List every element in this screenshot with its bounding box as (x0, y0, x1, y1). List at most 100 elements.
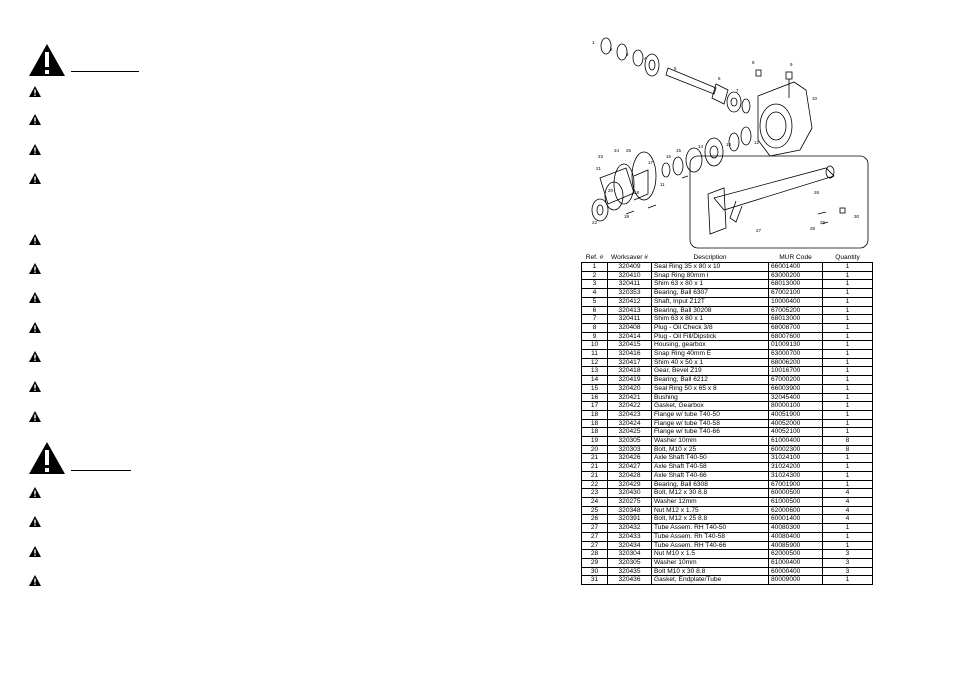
diagram-callout: 26 (814, 190, 820, 195)
table-cell: 1 (822, 427, 873, 438)
table-cell: Flange w/ tube T40-66 (651, 427, 769, 438)
table-cell: Bolt, M10 x 25 (651, 444, 769, 455)
table-header-row: Ref. # Worksaver # Description MUR Code … (582, 253, 873, 263)
heading-rule (71, 71, 139, 72)
table-cell: 8 (581, 322, 608, 333)
warning-triangle-icon (29, 546, 41, 557)
table-cell: 1 (822, 349, 873, 359)
table-cell: 60000400 (768, 566, 823, 577)
table-cell: 1 (822, 462, 873, 472)
table-cell: 63000700 (768, 349, 823, 359)
table-cell: 1 (822, 340, 873, 351)
tube-assembly-part (713, 167, 835, 211)
table-cell: 17 (581, 401, 608, 411)
bearing-part (644, 53, 660, 77)
warning-triangle-icon (29, 114, 41, 125)
table-cell: 1 (822, 314, 873, 324)
table-cell: 31024300 (768, 470, 823, 481)
table-cell: 1 (822, 331, 873, 342)
table-cell: 18 (581, 427, 608, 438)
table-cell: 320433 (607, 531, 652, 542)
table-cell: 1 (822, 383, 873, 394)
table-cell: Seal Ring 35 x 80 x 10 (651, 262, 769, 272)
table-cell: 40080300 (768, 523, 823, 533)
warning-triangle-icon (29, 86, 41, 97)
table-cell: 68007600 (768, 331, 823, 342)
table-cell: 40080400 (768, 531, 823, 542)
table-cell: Bolt M10 x 30 8.8 (651, 566, 769, 577)
table-cell: 320411 (607, 279, 652, 290)
table-cell: Gear, Bevel Z19 (651, 366, 769, 377)
table-cell: 1 (822, 392, 873, 403)
table-cell: 1 (822, 279, 873, 290)
table-cell: 12 (581, 357, 608, 368)
table-cell: 60002300 (768, 444, 823, 455)
table-cell: 320430 (607, 488, 652, 498)
table-cell: 40085900 (768, 540, 823, 551)
table-cell: 80000100 (768, 401, 823, 411)
warning-triangle-icon (29, 381, 41, 392)
table-cell: 4 (822, 488, 873, 498)
bolt-part (681, 175, 689, 179)
table-cell: Bearing, Ball 6307 (651, 288, 769, 298)
table-cell: 320305 (607, 436, 652, 446)
table-cell: 320412 (607, 296, 652, 307)
table-cell: Shim 40 x 50 x 1 (651, 357, 769, 368)
diagram-callout: 4 (644, 56, 647, 61)
table-cell: 320420 (607, 383, 652, 394)
warning-triangle-icon (29, 173, 41, 184)
parts-table: Ref. # Worksaver # Description MUR Code … (581, 253, 873, 585)
table-cell: 67005200 (768, 305, 823, 316)
bearing-part (685, 147, 703, 173)
table-cell: Gasket, Gearbox (651, 401, 769, 411)
table-cell: 66003900 (768, 383, 823, 394)
diagram-callout: 8 (752, 60, 755, 65)
warning-triangle-icon (29, 351, 41, 362)
table-cell: 1 (822, 288, 873, 298)
table-cell: 320348 (607, 505, 652, 516)
table-cell: 1 (581, 262, 608, 272)
table-cell: 27 (581, 540, 608, 551)
table-cell: Axle Shaft T40-50 (651, 453, 769, 464)
table-cell: 1 (822, 409, 873, 420)
table-cell: 62000500 (768, 549, 823, 559)
table-cell: 66001400 (768, 262, 823, 272)
gearbox-housing-part (757, 81, 813, 157)
table-cell: 1 (822, 479, 873, 490)
snap-ring-part (740, 126, 752, 146)
table-cell: Nut M12 x 1.75 (651, 505, 769, 516)
table-cell: 19 (581, 436, 608, 446)
table-cell: 20 (581, 444, 608, 455)
shim-part (728, 132, 740, 152)
table-cell: 14 (581, 375, 608, 385)
diagram-callout: 13 (726, 142, 732, 147)
table-cell: 15 (581, 383, 608, 394)
table-cell: Bushing (651, 392, 769, 403)
table-cell: 320415 (607, 340, 652, 351)
diagram-callout: 7 (736, 88, 739, 93)
heading-rule (71, 470, 131, 471)
warning-triangle-icon (29, 292, 41, 303)
table-cell: 68013000 (768, 279, 823, 290)
table-cell: Bolt, M12 x 30 8.8 (651, 488, 769, 498)
table-cell: 320303 (607, 444, 652, 455)
table-cell: 21 (581, 462, 608, 472)
table-cell: 320424 (607, 418, 652, 429)
table-cell: Bearing, Ball 6308 (651, 479, 769, 490)
table-cell: 62000600 (768, 505, 823, 516)
table-cell: 60001400 (768, 514, 823, 525)
table-cell: 320429 (607, 479, 652, 490)
table-cell: 60000500 (768, 488, 823, 498)
axle-shaft-part (604, 181, 624, 211)
table-cell: Bolt, M12 x 25 8.8 (651, 514, 769, 525)
warning-triangle-icon (29, 575, 41, 586)
table-cell: 320411 (607, 314, 652, 324)
table-cell: 320427 (607, 462, 652, 472)
